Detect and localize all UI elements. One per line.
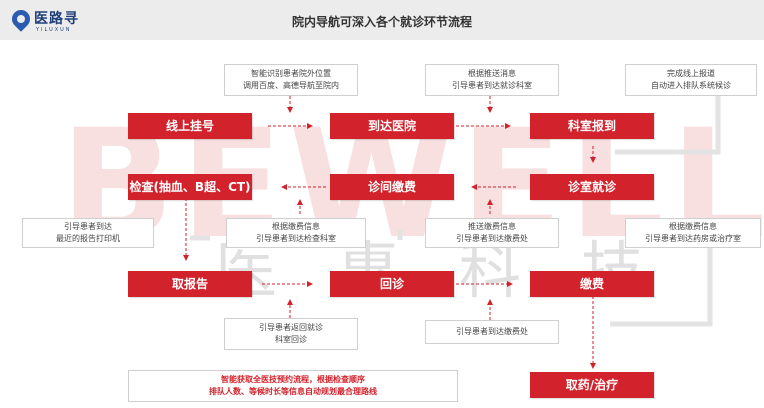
step-exam: 检查(抽血、B超、CT): [128, 174, 252, 200]
step-payment: 缴费: [530, 271, 654, 297]
note-text: 引导患者到达: [64, 222, 112, 231]
step-checkin: 科室报到: [530, 113, 654, 139]
step-get-report: 取报告: [128, 271, 252, 297]
gray-guide-lines: [190, 82, 721, 327]
note-text: 排队人数、等候时长等信息自动规划最合理路线: [209, 387, 377, 396]
note-text: 调用百度、高德导航至院内: [243, 81, 339, 90]
logo-name: 医路寻: [34, 11, 79, 27]
note-text: 引导患者到达缴费处: [456, 327, 528, 336]
step-consult: 诊室就诊: [530, 174, 654, 200]
step-pay-fee: 诊间缴费: [330, 174, 454, 200]
note-text: 引导患者返回就诊: [259, 323, 323, 332]
note-push-message: 根据推送消息 引导患者到达就诊科室: [425, 64, 559, 96]
note-text: 根据缴费信息: [669, 222, 717, 231]
note-text: 引导患者到达药房或治疗室: [645, 234, 741, 243]
note-text: 自动进入排队系统候诊: [651, 81, 731, 90]
note-push-payment: 推送缴费信息 引导患者到达缴费处: [425, 218, 559, 248]
note-text: 根据推送消息: [468, 69, 516, 78]
note-smart-route: 智能获取全医技预约流程，根据检查顺序 排队人数、等候时长等信息自动规划最合理路线: [128, 370, 458, 402]
note-text: 引导患者到达缴费处: [456, 234, 528, 243]
note-text: 智能获取全医技预约流程，根据检查顺序: [221, 375, 365, 384]
note-text: 引导患者到达就诊科室: [452, 81, 532, 90]
header-bar: 医路寻 YILUXUN 院内导航可深入各个就诊环节流程: [0, 0, 764, 40]
page-title: 院内导航可深入各个就诊环节流程: [291, 15, 472, 29]
note-text: 科室回诊: [275, 335, 307, 344]
note-text: 根据缴费信息: [272, 222, 320, 231]
note-text: 引导患者到达检查科室: [256, 234, 336, 243]
note-text: 最近的报告打印机: [56, 234, 120, 243]
note-to-payment: 引导患者到达缴费处: [425, 320, 559, 344]
note-text: 智能识别患者院外位置: [251, 69, 331, 78]
note-location: 智能识别患者院外位置 调用百度、高德导航至院内: [224, 64, 358, 96]
note-online-checkin: 完成线上报道 自动进入排队系统候诊: [625, 64, 757, 96]
step-medicine: 取药/治疗: [530, 372, 654, 398]
note-text: 完成线上报道: [667, 69, 715, 78]
note-return-dept: 引导患者返回就诊 科室回诊: [224, 318, 358, 350]
note-pharmacy: 根据缴费信息 引导患者到达药房或治疗室: [625, 218, 761, 248]
note-exam-dept: 根据缴费信息 引导患者到达检查科室: [226, 218, 366, 248]
note-report-printer: 引导患者到达 最近的报告打印机: [22, 218, 154, 248]
logo-subtitle: YILUXUN: [36, 27, 72, 33]
note-text: 推送缴费信息: [468, 222, 516, 231]
step-revisit: 回诊: [330, 271, 454, 297]
step-register: 线上挂号: [128, 113, 252, 139]
step-arrive: 到达医院: [330, 113, 454, 139]
